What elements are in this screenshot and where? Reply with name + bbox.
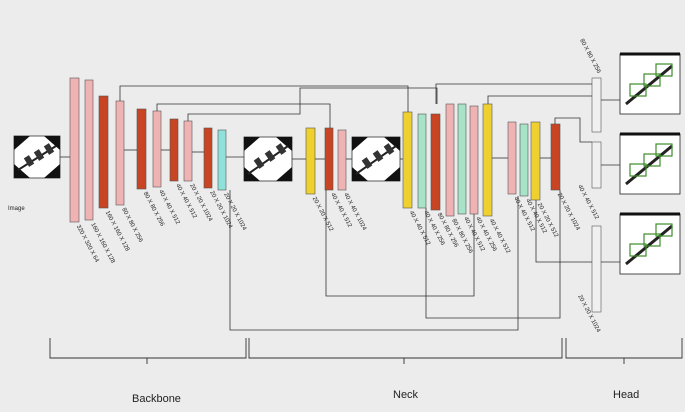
section-label-head: Head — [613, 389, 639, 401]
section-braces — [49, 338, 683, 364]
input-image-thumbnail — [13, 135, 61, 179]
head-label-h1: 80 X 80 X 256 — [578, 38, 601, 75]
layer-n14 — [550, 123, 561, 191]
layer-n4 — [402, 111, 413, 209]
layer-n7 — [445, 103, 455, 217]
detection-output-3 — [619, 212, 681, 275]
layer-b9 — [203, 127, 213, 189]
connector — [325, 190, 475, 297]
detection-output-2 — [619, 132, 681, 195]
connector — [435, 83, 592, 104]
connector — [535, 200, 592, 263]
layer-b1 — [69, 77, 80, 223]
layer-n6 — [430, 113, 441, 211]
brace-head — [565, 338, 683, 364]
connector — [554, 117, 592, 143]
connector — [156, 103, 331, 128]
layer-n12 — [519, 123, 529, 197]
layer-label-n14: 20 X 20 X 1024 — [556, 192, 581, 232]
layer-n8 — [457, 103, 467, 215]
feature-image-thumbnail-2 — [351, 136, 401, 182]
layer-n3 — [337, 129, 347, 191]
layer-b4 — [115, 100, 125, 206]
brace-neck — [248, 338, 563, 364]
connection-lines — [60, 83, 620, 331]
connector — [229, 190, 519, 331]
layer-b5 — [136, 108, 147, 190]
layer-b2 — [84, 79, 94, 221]
brace-backbone — [49, 338, 247, 364]
layer-n10 — [482, 103, 493, 217]
layer-b3 — [98, 95, 109, 209]
connector — [487, 95, 592, 104]
detection-output-1 — [619, 52, 681, 115]
head-bar-3 — [591, 225, 602, 313]
layer-b8 — [183, 120, 193, 182]
layer-n2 — [324, 127, 334, 191]
layer-b10 — [217, 129, 227, 191]
layer-n13 — [530, 121, 541, 201]
connector — [119, 85, 409, 112]
input-image-label: Image — [8, 206, 25, 212]
head-bar-2 — [591, 141, 602, 189]
layer-n5 — [417, 113, 427, 209]
section-label-backbone: Backbone — [132, 393, 181, 405]
layer-n1 — [305, 127, 316, 195]
layer-b6 — [152, 110, 162, 188]
layer-n9 — [469, 105, 479, 215]
section-label-neck: Neck — [393, 389, 419, 401]
layer-label-n1: 20 X 20 X 512 — [311, 196, 334, 233]
feature-image-thumbnail-1 — [243, 136, 293, 182]
connector — [187, 87, 438, 121]
layer-b7 — [169, 118, 179, 182]
layer-n11 — [507, 121, 517, 195]
connector — [425, 190, 561, 319]
head-bar-1 — [591, 77, 602, 133]
head-label-h2: 40 X 40 X 512 — [576, 184, 599, 221]
